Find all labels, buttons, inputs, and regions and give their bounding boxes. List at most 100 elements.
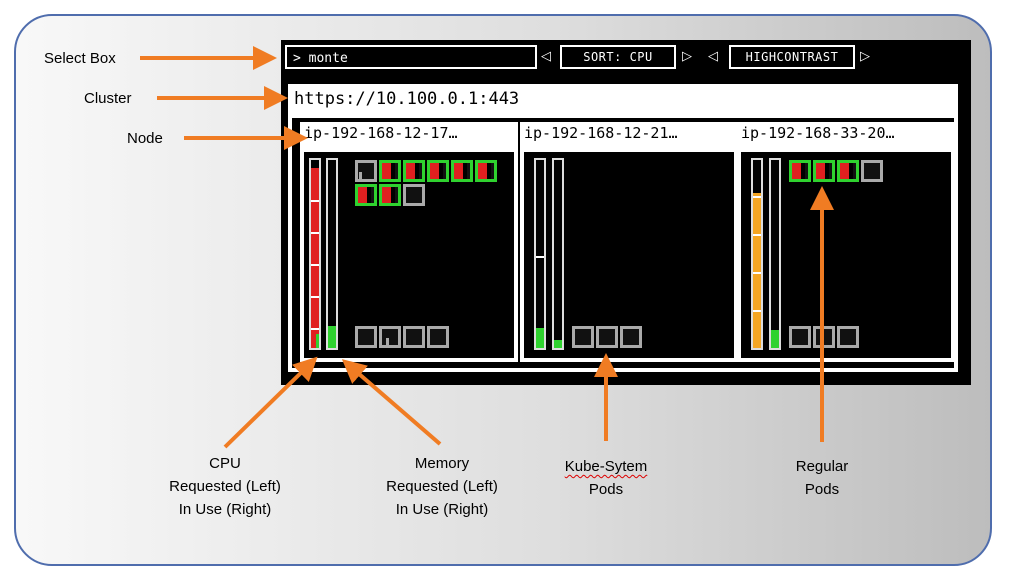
node-name: ip-192-168-12-21… [524, 124, 678, 142]
pod-cpu-fill [382, 187, 391, 203]
kube-system-pod[interactable] [355, 326, 377, 348]
cluster-url: https://10.100.0.1:443 [288, 84, 958, 114]
pod-cpu-fill [478, 163, 487, 179]
memory-in-use-fill [328, 326, 336, 348]
gauge-tick [311, 264, 319, 266]
node-name: ip-192-168-12-17… [304, 124, 458, 142]
memory-in-use-fill [554, 340, 562, 348]
cpu-in-use-fill [536, 328, 544, 348]
pod[interactable] [355, 184, 377, 206]
cpu-label-line: In Use (Right) [178, 501, 272, 518]
pod-mem-fill [391, 163, 395, 179]
pod[interactable] [475, 160, 497, 182]
node-body [741, 152, 951, 358]
kube-system-pod[interactable] [427, 326, 449, 348]
cpu-in-use-fill [316, 334, 319, 348]
cpu-gauge [309, 158, 321, 350]
pod-mem-fill [439, 163, 443, 179]
regular-pods-label: Regular Pods [762, 455, 882, 501]
pod-mem-fill [801, 163, 805, 179]
pod-mem-fill [463, 163, 467, 179]
gauge-tick [311, 200, 319, 202]
theme-selector[interactable]: HIGHCONTRAST [729, 45, 855, 69]
pod[interactable] [837, 160, 859, 182]
cpu-label-line: CPU [209, 455, 241, 472]
cpu-requested-fill [311, 168, 319, 348]
pod-cpu-fill [406, 163, 415, 179]
pod[interactable] [861, 160, 883, 182]
kube-system-pod[interactable] [572, 326, 594, 348]
pod-cpu-fill [454, 163, 463, 179]
pod[interactable] [379, 184, 401, 206]
sort-next-arrow[interactable]: ▷ [682, 48, 692, 63]
memory-gauge [326, 158, 338, 350]
node-card[interactable]: ip-192-168-12-17… [300, 122, 518, 362]
cpu-gauge [751, 158, 763, 350]
pod-mem-fill [487, 163, 491, 179]
kube-system-pods-label: Kube-Sytem Pods [536, 455, 676, 501]
node-body [304, 152, 514, 358]
pod-cpu-fill [840, 163, 849, 179]
kube-system-pod[interactable] [813, 326, 835, 348]
kube-system-pod[interactable] [789, 326, 811, 348]
memory-label-line: Memory [414, 455, 470, 472]
cpu-gauge [534, 158, 546, 350]
memory-label-line: Requested (Left) [386, 478, 498, 495]
gauge-tick [536, 256, 544, 258]
pod[interactable] [379, 160, 401, 182]
gauge-tick [753, 272, 761, 274]
kube-system-label-line: Kube-Sytem [564, 458, 648, 475]
cpu-label-line: Requested (Left) [169, 478, 281, 495]
gauge-tick [753, 310, 761, 312]
pod[interactable] [355, 160, 377, 182]
select-box[interactable]: > monte [285, 45, 537, 69]
memory-in-use-fill [771, 330, 779, 348]
kube-system-pod[interactable] [620, 326, 642, 348]
pod[interactable] [813, 160, 835, 182]
pod[interactable] [427, 160, 449, 182]
node-body [524, 152, 734, 358]
pod-cpu-fill [816, 163, 825, 179]
kube-system-label-line: Pods [588, 481, 624, 498]
pod-mem-fill [849, 163, 853, 179]
cluster-label: Cluster [84, 90, 132, 107]
gauge-tick [311, 328, 319, 330]
node-name: ip-192-168-33-20… [741, 124, 895, 142]
kube-system-pod[interactable] [837, 326, 859, 348]
gauge-tick [311, 232, 319, 234]
gauge-tick [753, 234, 761, 236]
node-label: Node [127, 130, 163, 147]
memory-gauge [769, 158, 781, 350]
gauge-tick [311, 296, 319, 298]
sort-prev-arrow[interactable]: ◁ [541, 48, 551, 63]
memory-label-line: In Use (Right) [395, 501, 489, 518]
memory-gauge [552, 158, 564, 350]
regular-pods-label-line: Regular [795, 458, 849, 475]
theme-next-arrow[interactable]: ▷ [860, 48, 870, 63]
cpu-in-use-fill [753, 193, 761, 348]
sort-selector[interactable]: SORT: CPU [560, 45, 676, 69]
theme-prev-arrow[interactable]: ◁ [708, 48, 718, 63]
pod-cpu-fill [430, 163, 439, 179]
pod[interactable] [403, 184, 425, 206]
pod[interactable] [451, 160, 473, 182]
pod-cpu-fill [792, 163, 801, 179]
pod-usage-mark [386, 338, 389, 345]
kube-system-pod[interactable] [379, 326, 401, 348]
pod-cpu-fill [382, 163, 391, 179]
pod-usage-mark [359, 172, 362, 179]
node-card[interactable]: ip-192-168-33-20… [737, 122, 955, 362]
pod-mem-fill [415, 163, 419, 179]
pod-cpu-fill [358, 187, 367, 203]
kube-system-pod[interactable] [596, 326, 618, 348]
pod-mem-fill [391, 187, 395, 203]
memory-label: Memory Requested (Left) In Use (Right) [362, 452, 522, 521]
node-card[interactable]: ip-192-168-12-21… [520, 122, 738, 362]
select-box-label: Select Box [44, 50, 116, 67]
cpu-label: CPU Requested (Left) In Use (Right) [145, 452, 305, 521]
regular-pods-label-line: Pods [804, 481, 840, 498]
pod[interactable] [789, 160, 811, 182]
pod[interactable] [403, 160, 425, 182]
kube-system-pod[interactable] [403, 326, 425, 348]
pod-mem-fill [825, 163, 829, 179]
